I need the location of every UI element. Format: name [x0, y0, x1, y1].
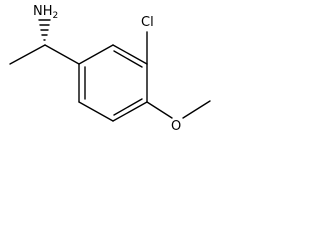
amine-label: NH2 [33, 4, 58, 21]
amine-label-text: NH [33, 4, 53, 19]
benzene-ring [78, 44, 148, 122]
methyl-bond [9, 44, 46, 65]
amine-subscript: 2 [53, 11, 59, 21]
chemical-structure-diagram: NH2 Cl O [9, 4, 211, 134]
hashed-wedge-bond [38, 19, 51, 41]
methoxy-methyl-bond [182, 100, 211, 119]
ether-bond [146, 101, 173, 119]
oxygen-label: O [171, 119, 181, 134]
chiral-to-ring-bond [44, 44, 80, 65]
chlorine-label: Cl [141, 15, 154, 30]
